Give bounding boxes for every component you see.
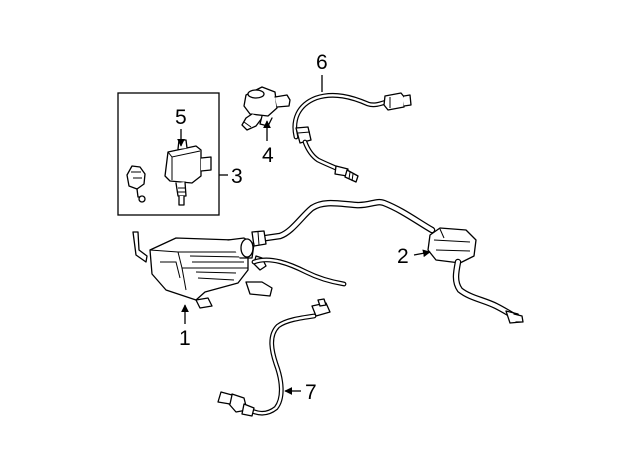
part-2-sensor-assembly bbox=[251, 198, 524, 324]
callout-1: 1 bbox=[179, 327, 191, 350]
callout-7: 7 bbox=[305, 381, 317, 404]
callout-2: 2 bbox=[397, 245, 409, 268]
part-5-vacuum-valve bbox=[164, 139, 212, 206]
part-1-charcoal-canister bbox=[132, 231, 347, 324]
part-3-bracket bbox=[126, 165, 146, 203]
part-4-vent-valve bbox=[241, 86, 291, 141]
part-7-oxygen-sensor bbox=[217, 298, 331, 417]
callout-5: 5 bbox=[175, 106, 187, 129]
callout-4: 4 bbox=[262, 144, 274, 167]
callout-6: 6 bbox=[316, 51, 328, 74]
part-6-oxygen-sensor bbox=[292, 75, 412, 183]
callout-3: 3 bbox=[231, 165, 243, 188]
part-3-inset-box bbox=[117, 92, 228, 216]
